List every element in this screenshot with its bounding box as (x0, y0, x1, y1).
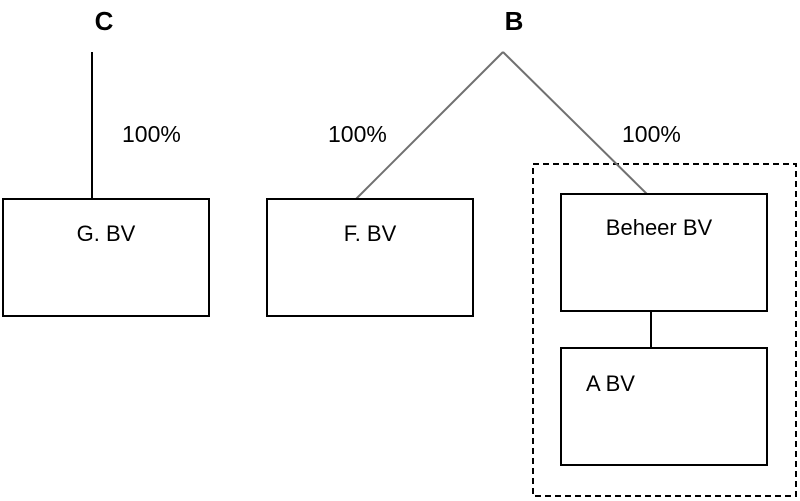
entity-label-beheer: Beheer BV (606, 215, 713, 240)
entity-box-f (266, 198, 474, 317)
entity-label-a: A BV (586, 371, 635, 396)
entity-label-f: F. BV (344, 221, 397, 246)
group-boundary-dashed (532, 163, 797, 497)
connector-b-to-beheer (502, 51, 653, 200)
percentage-c-to-g: 100% (122, 121, 181, 147)
owner-b-label: B (505, 6, 524, 36)
connector-b-to-f (355, 51, 504, 200)
entity-box-g (2, 198, 210, 317)
percentage-b-to-f: 100% (328, 121, 387, 147)
owner-c-label: C (95, 6, 114, 36)
entity-box-beheer (560, 193, 768, 312)
entity-label-g: G. BV (77, 221, 136, 246)
percentage-b-to-beheer: 100% (622, 121, 681, 147)
entity-box-a (560, 347, 768, 466)
